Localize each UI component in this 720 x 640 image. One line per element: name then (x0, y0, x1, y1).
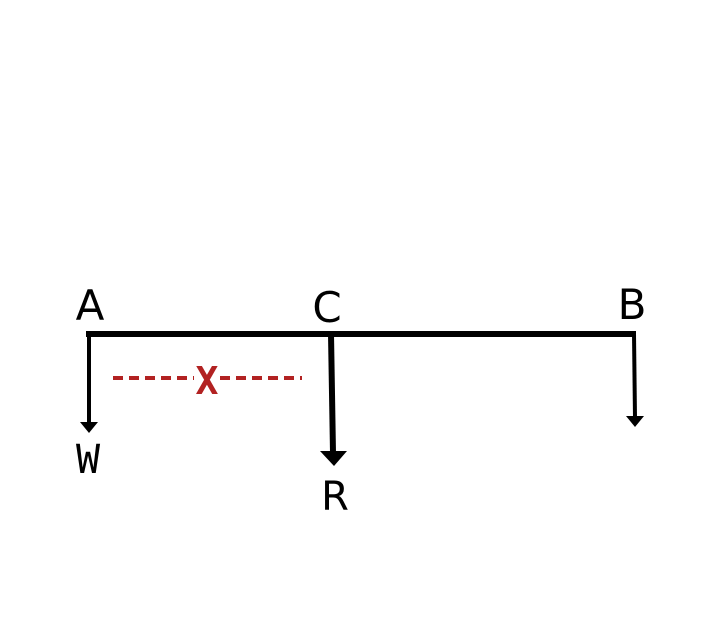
point-label-a: A (76, 281, 105, 330)
force-label-w: W (76, 437, 101, 483)
point-label-c: C (312, 283, 341, 332)
point-label-b: B (618, 280, 647, 329)
force-arrow-a-head (80, 422, 98, 433)
force-arrow-b-head (626, 416, 644, 427)
force-label-r: R (321, 474, 349, 520)
force-arrow-c-shaft (328, 333, 336, 454)
force-arrow-c-head (320, 451, 347, 466)
force-arrow-b-shaft (632, 333, 637, 419)
distance-label: X (196, 359, 219, 403)
